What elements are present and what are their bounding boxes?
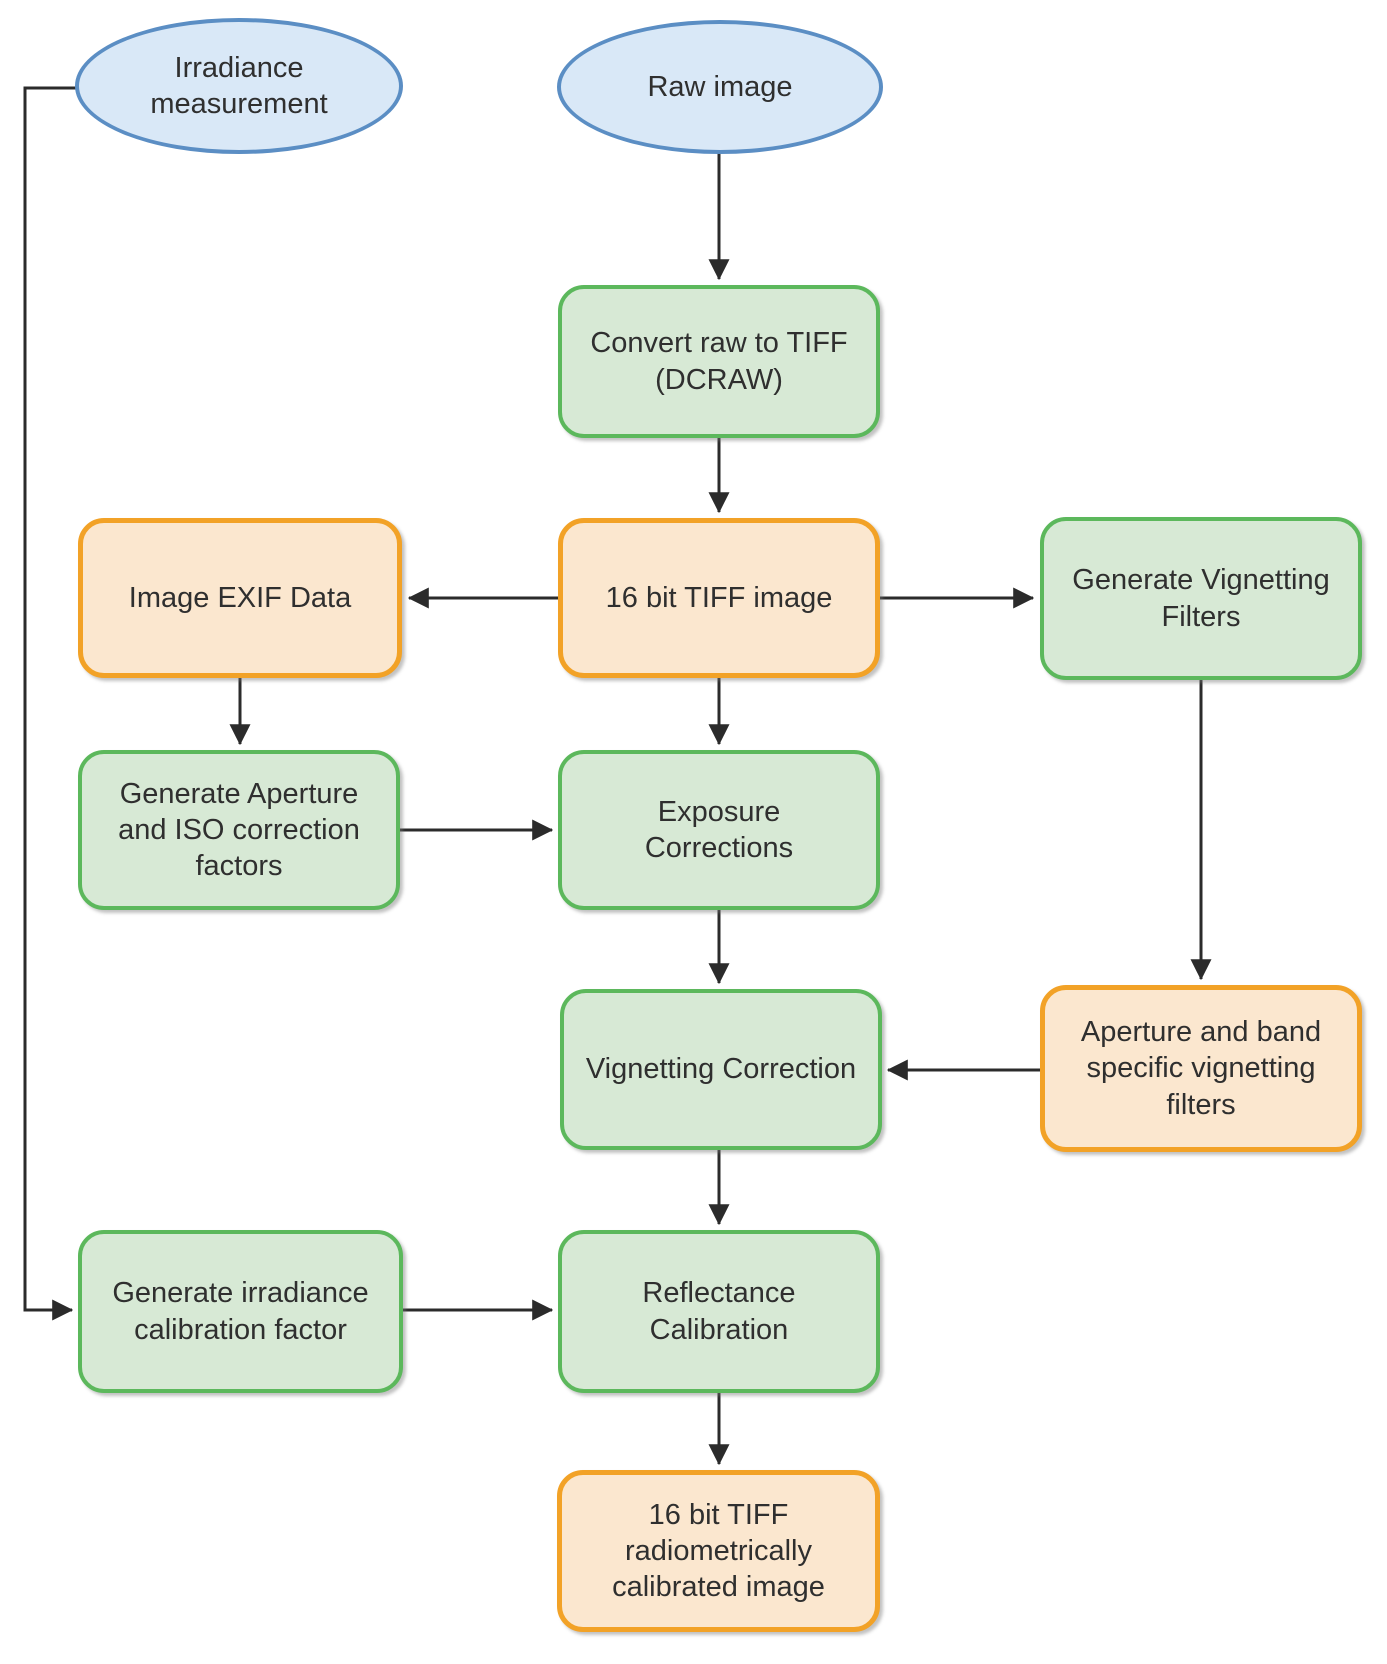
node-convert-raw-to-tiff: Convert raw to TIFF (DCRAW) bbox=[558, 285, 880, 438]
node-generate-irradiance-calibration-factor-label: Generate irradiance calibration factor bbox=[112, 1277, 369, 1346]
node-generate-aperture-iso-factors-label: Generate Aperture and ISO correction fac… bbox=[118, 777, 360, 883]
node-16bit-tiff-image: 16 bit TIFF image bbox=[558, 518, 880, 678]
node-generate-aperture-iso-factors: Generate Aperture and ISO correction fac… bbox=[78, 750, 400, 910]
node-reflectance-calibration-label: Reflectance Calibration bbox=[642, 1277, 796, 1346]
node-generate-vignetting-filters: Generate Vignetting Filters bbox=[1040, 517, 1362, 680]
node-irradiance-measurement-label: Irradiance measurement bbox=[150, 51, 328, 120]
node-irradiance-measurement: Irradiance measurement bbox=[75, 18, 403, 154]
node-image-exif-data: Image EXIF Data bbox=[78, 518, 402, 678]
node-16bit-tiff-image-label: 16 bit TIFF image bbox=[605, 581, 833, 614]
node-convert-raw-to-tiff-label: Convert raw to TIFF (DCRAW) bbox=[590, 327, 848, 396]
node-vignetting-correction-label: Vignetting Correction bbox=[585, 1053, 857, 1086]
node-aperture-band-vignetting-filters-label: Aperture and band specific vignetting fi… bbox=[1080, 1016, 1322, 1121]
node-16bit-tiff-calibrated-image: 16 bit TIFF radiometrically calibrated i… bbox=[557, 1470, 880, 1632]
node-exposure-corrections-label: Exposure Corrections bbox=[644, 795, 794, 864]
node-aperture-band-vignetting-filters: Aperture and band specific vignetting fi… bbox=[1040, 985, 1362, 1152]
node-raw-image-label: Raw image bbox=[647, 70, 793, 103]
node-generate-vignetting-filters-label: Generate Vignetting Filters bbox=[1072, 564, 1330, 633]
node-vignetting-correction: Vignetting Correction bbox=[560, 989, 882, 1150]
node-image-exif-data-label: Image EXIF Data bbox=[128, 581, 352, 614]
edge-irradiance-measurement-to-generate-irradiance bbox=[23, 86, 77, 1321]
node-generate-irradiance-calibration-factor: Generate irradiance calibration factor bbox=[78, 1230, 403, 1393]
node-raw-image: Raw image bbox=[557, 20, 883, 154]
node-reflectance-calibration: Reflectance Calibration bbox=[558, 1230, 880, 1393]
node-16bit-tiff-calibrated-image-label: 16 bit TIFF radiometrically calibrated i… bbox=[612, 1498, 825, 1604]
node-exposure-corrections: Exposure Corrections bbox=[558, 750, 880, 910]
